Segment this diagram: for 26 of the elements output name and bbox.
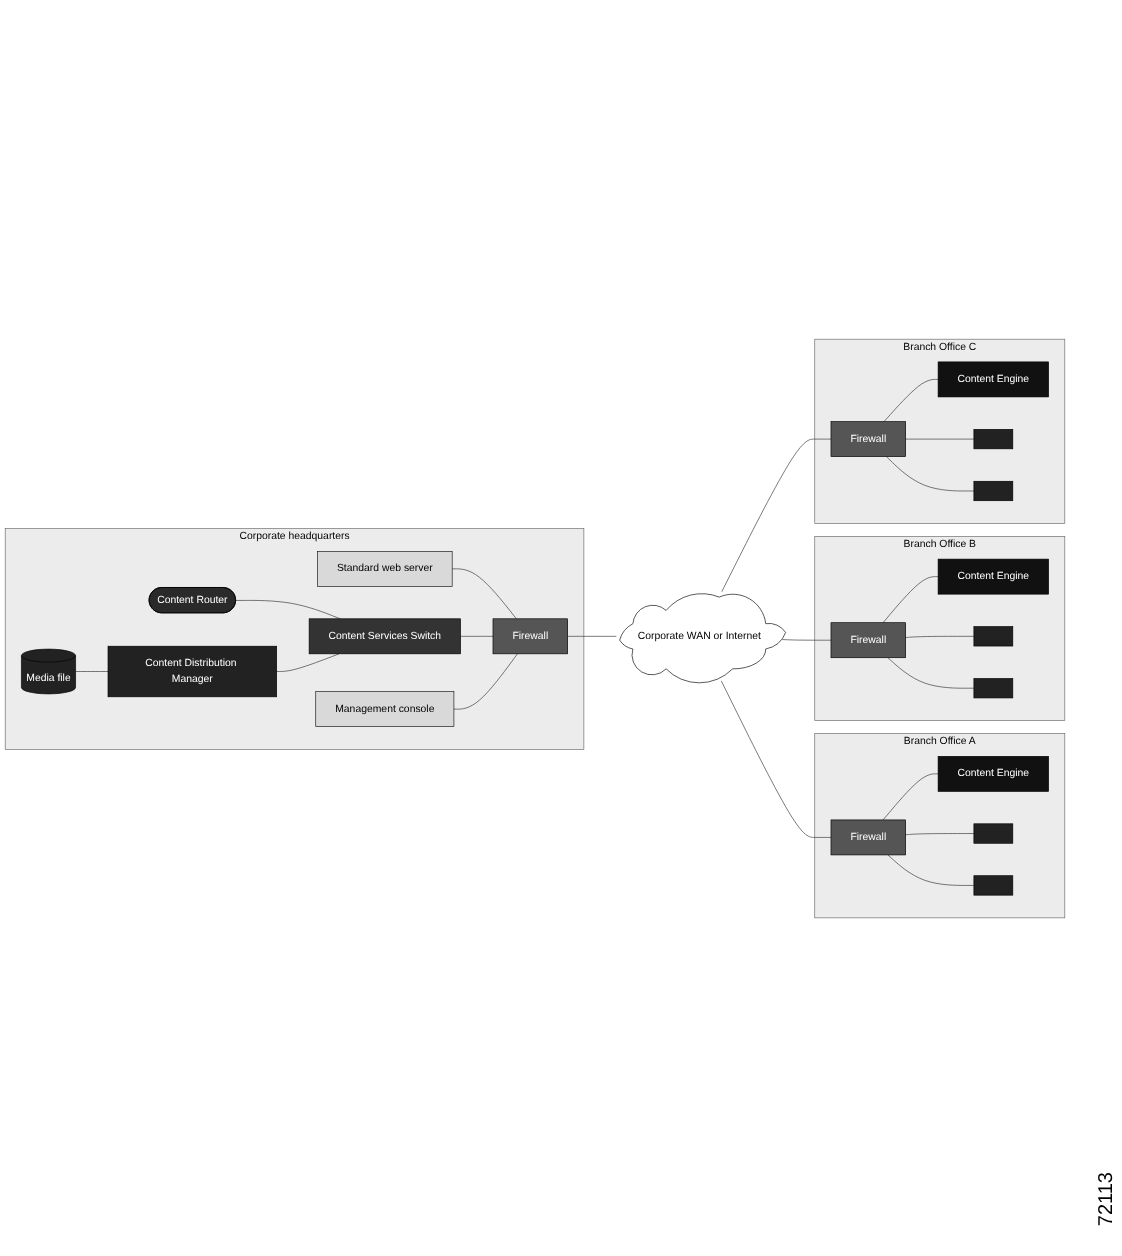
connector <box>75 670 109 672</box>
connector <box>883 378 939 422</box>
connector <box>905 832 975 835</box>
connector <box>887 854 975 886</box>
node-computer <box>973 428 1014 449</box>
node-computer <box>973 874 1014 895</box>
connector <box>886 455 975 491</box>
connector <box>453 652 518 709</box>
connector <box>721 438 832 592</box>
connector <box>451 568 517 619</box>
connector <box>235 599 341 619</box>
connector <box>882 773 939 820</box>
connector <box>905 635 975 638</box>
connector <box>460 635 494 637</box>
connector <box>567 635 617 637</box>
connector <box>887 656 975 688</box>
connector <box>721 680 832 838</box>
node-computer <box>973 822 1014 844</box>
node-computer <box>973 677 1014 698</box>
node-computer <box>973 480 1014 501</box>
connector <box>882 575 939 623</box>
connector <box>782 638 832 640</box>
connector <box>905 438 975 439</box>
figure-number: 72113 <box>1096 1171 1118 1226</box>
connector <box>276 652 340 672</box>
node-computer <box>973 625 1014 646</box>
